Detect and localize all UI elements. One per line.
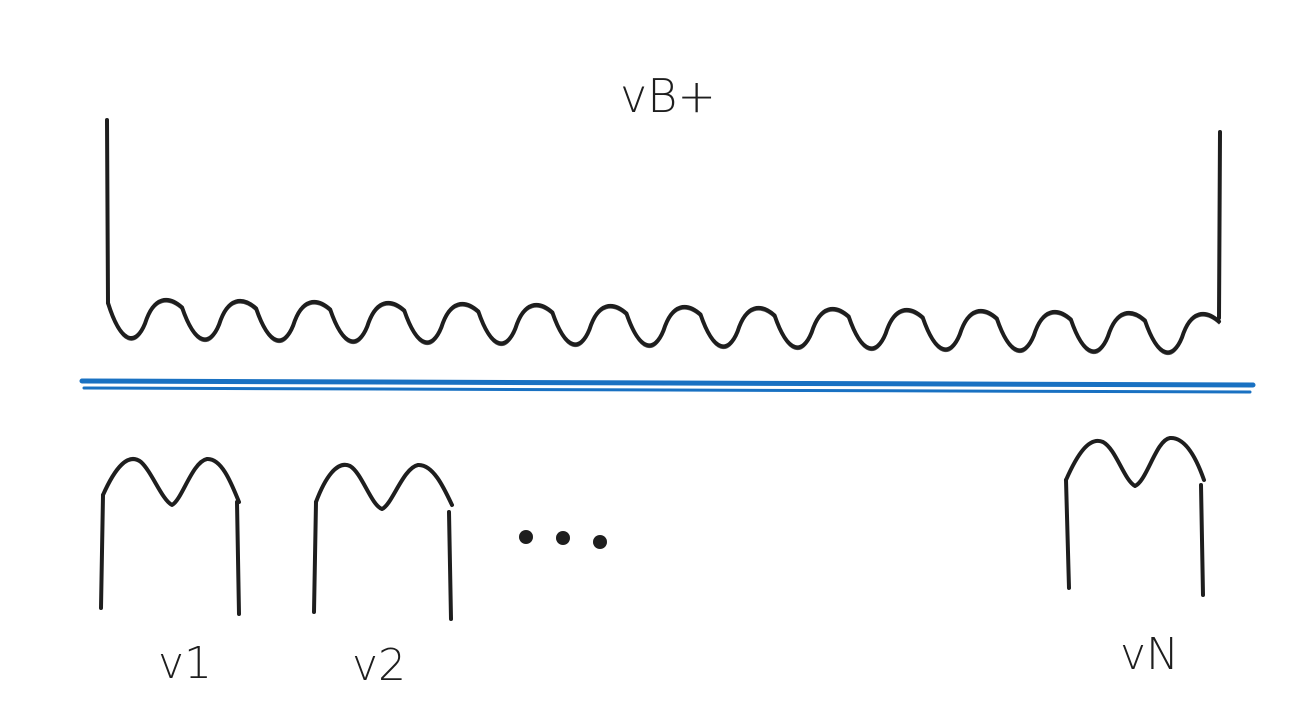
ellipsis [519,530,607,549]
top-winding [105,118,1222,356]
core-divider-line-shadow [82,386,1252,394]
winding-v1 [99,457,241,616]
winding-vn-left-lead [1064,478,1071,590]
ellipsis-dot-1 [519,530,533,544]
top-winding-left-lead [105,118,110,305]
winding-v2-left-lead [312,500,318,614]
ellipsis-dot-2 [556,531,570,545]
winding-v1-coil [101,457,241,507]
winding-v1-left-lead [99,493,105,610]
label-v2: v2 [352,640,406,691]
top-winding-right-lead [1217,130,1222,320]
core-divider [79,378,1256,394]
label-v1: v1 [158,638,212,689]
winding-vn [1064,436,1206,597]
core-divider-line [79,378,1256,388]
winding-vn-coil [1064,436,1206,488]
top-winding-coil-stroke [107,301,1220,356]
winding-v2-coil [314,462,454,511]
top-winding-coil [106,297,1221,355]
winding-v1-right-lead [235,500,241,616]
ellipsis-dot-3 [593,535,607,549]
winding-v2-right-lead [447,510,453,621]
label-vn: vN [1120,629,1179,680]
winding-vn-right-lead [1199,483,1205,597]
label-top-winding: vB+ [620,69,716,123]
winding-v2 [312,462,454,621]
